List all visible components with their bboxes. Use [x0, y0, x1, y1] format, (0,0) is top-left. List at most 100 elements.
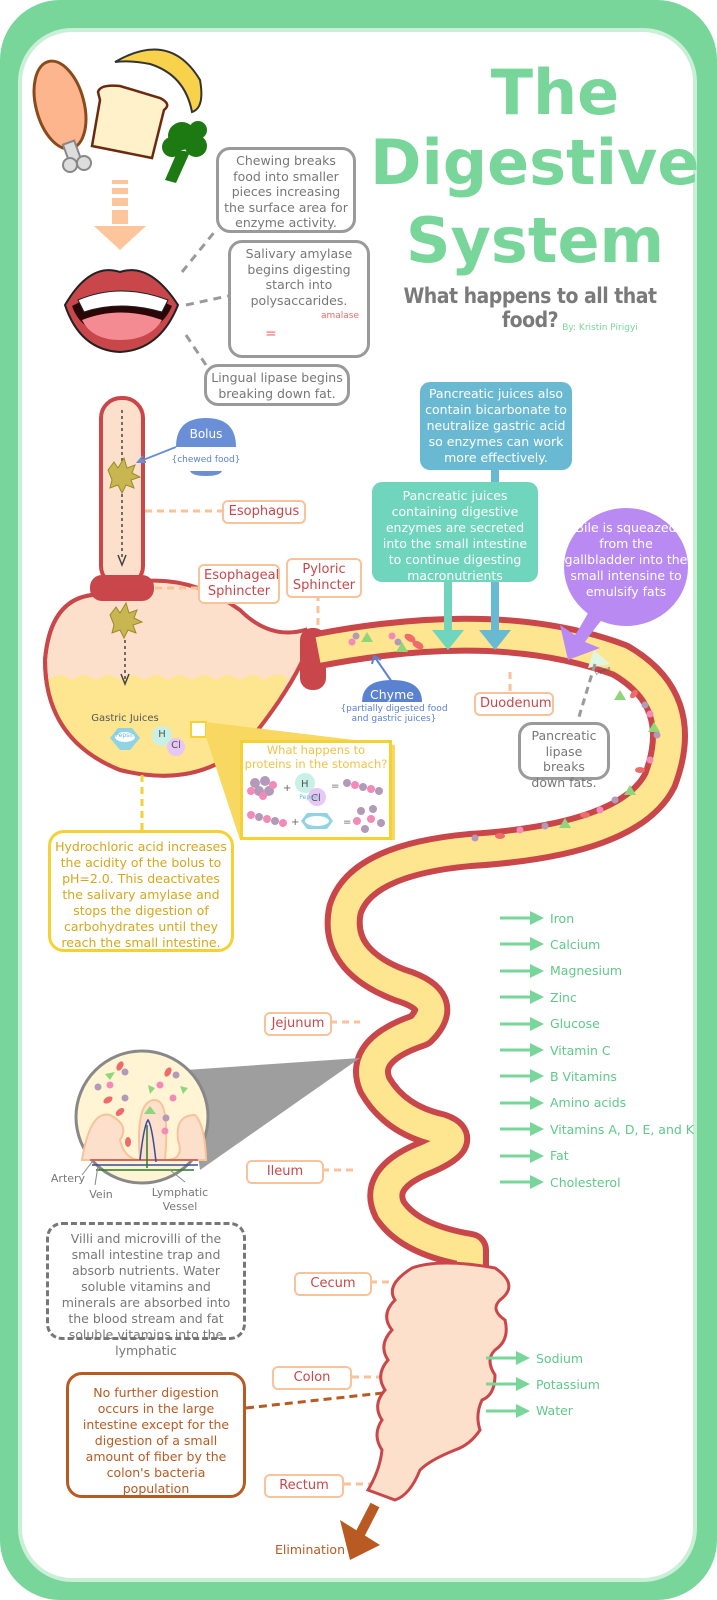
- nutrient-label: B Vitamins: [550, 1068, 617, 1084]
- villi-note: Villi and microvilli of the small intest…: [46, 1222, 246, 1358]
- absorption-arrow-icon: [500, 911, 544, 925]
- label-pyloric-sphincter: Pyloric Sphincter: [286, 558, 362, 598]
- absorption-arrow-icon: [500, 1175, 544, 1189]
- nutrient-label: Fat: [550, 1148, 569, 1164]
- absorption-arrow-icon: [500, 990, 544, 1005]
- label-jejunum: Jejunum: [264, 1012, 332, 1036]
- absorption-arrow-icon: [486, 1377, 530, 1392]
- absorption-arrow-icon: [500, 1122, 544, 1137]
- bile-note: Bile is squeazed from the gallbladder in…: [564, 508, 688, 626]
- title-line-2: Digestive: [370, 126, 700, 199]
- absorbed-nutrient: Iron: [500, 910, 574, 926]
- hcl-cl-icon: [167, 738, 185, 756]
- equals-sign: =: [265, 326, 277, 342]
- lipase-connector: [576, 663, 597, 721]
- nutrient-label: Glucose: [550, 1016, 600, 1032]
- label-ileum: Ileum: [246, 1160, 324, 1184]
- label-colon: Colon: [272, 1366, 352, 1390]
- nutrient-label: Amino acids: [550, 1095, 627, 1111]
- banana-icon: [114, 48, 203, 114]
- chyme-label: Chyme: [370, 687, 414, 702]
- svg-text:=: =: [343, 817, 351, 828]
- nutrient-label: Cholesterol: [550, 1174, 621, 1190]
- bolus-sublabel: {chewed food}: [171, 455, 241, 465]
- pancreatic-enzyme-arrow: [432, 630, 464, 650]
- esophageal-sphincter-band: [90, 575, 154, 601]
- vein-label: Vein: [89, 1188, 113, 1201]
- nutrient-label: Vitamin C: [550, 1042, 611, 1058]
- gastric-juices-label: Gastric Juices: [91, 713, 159, 724]
- nutrient-label: Sodium: [536, 1350, 584, 1366]
- broccoli-icon: [162, 121, 207, 183]
- bicarbonate-note: Pancreatic juices also contain bicarbona…: [420, 382, 572, 470]
- chyme-pointer: [373, 655, 393, 683]
- nutrient-label: Potassium: [536, 1376, 600, 1392]
- absorbed-nutrient: Vitamins A, D, E, and K: [500, 1121, 694, 1137]
- chicken-leg-icon: [32, 59, 92, 173]
- absorbed-nutrient: Vitamin C: [500, 1042, 611, 1058]
- large-intestine-note: No further digestion occurs in the large…: [66, 1372, 246, 1498]
- label-esophagus: Esophagus: [222, 500, 306, 524]
- absorption-arrow-icon: [500, 937, 544, 952]
- title-line-3: System: [405, 204, 665, 277]
- absorbed-nutrient: Water: [486, 1403, 573, 1419]
- author-credit: By: Kristin Pirigyi: [562, 323, 638, 333]
- svg-text:H: H: [301, 779, 309, 790]
- lingual-lipase-note: Lingual lipase begins breaking down fat.: [204, 364, 350, 406]
- nutrient-label: Vitamins A, D, E, and K: [550, 1121, 694, 1137]
- absorption-arrow-icon: [500, 1148, 544, 1163]
- bread-icon: [90, 84, 169, 160]
- vessel-pointers: [81, 1161, 186, 1186]
- chewing-note: Chewing breaks food into smaller pieces …: [216, 147, 356, 233]
- absorption-arrow-icon: [500, 1043, 544, 1057]
- absorption-arrow-icon: [486, 1403, 530, 1418]
- protein-digestion-diagram: + H Cl = + =: [247, 773, 385, 833]
- absorbed-nutrient: Amino acids: [500, 1095, 626, 1111]
- label-esophageal-sphincter: Esophageal Sphincter: [198, 564, 280, 604]
- large-intestine-connector: [245, 1390, 393, 1410]
- bolus-pointer: [137, 446, 177, 463]
- hcl-h-icon: [152, 726, 172, 746]
- absorbed-nutrient: Potassium: [486, 1376, 600, 1392]
- nutrient-label: Iron: [550, 910, 575, 926]
- label-cecum: Cecum: [294, 1272, 372, 1296]
- amylase-label: amalase: [320, 311, 359, 321]
- absorption-arrow-icon: [500, 1069, 544, 1084]
- salivary-note: Salivary amylase begins digesting starch…: [228, 240, 370, 358]
- zoom-marker: [190, 721, 207, 738]
- svg-text:=: =: [331, 781, 339, 792]
- pancreatic-lipase-note: Pancreatic lipase breaks down fats.: [518, 722, 610, 790]
- title-line-1: The: [490, 56, 620, 129]
- absorbed-nutrient: Cholesterol: [500, 1174, 621, 1190]
- salivary-text: Salivary amylase begins digesting starch…: [245, 246, 353, 308]
- absorbed-nutrient: B Vitamins: [500, 1068, 617, 1084]
- nutrient-particles: [348, 632, 661, 842]
- bolus-label: Bolus: [189, 427, 223, 441]
- mouth-connectors: [180, 229, 229, 366]
- absorbed-nutrient: Zinc: [500, 989, 577, 1005]
- mouth-icon: [63, 269, 180, 354]
- large-intestine: [365, 1261, 511, 1502]
- svg-text:Cl: Cl: [311, 793, 321, 804]
- pancreatic-enzymes-note: Pancreatic juices containing digestive e…: [372, 482, 538, 583]
- elimination-label: Elimination: [274, 1542, 346, 1557]
- arrow-down-icon: [94, 180, 146, 250]
- lymphatic-label: Lymphatic Vessel: [151, 1186, 209, 1213]
- artery-label: Artery: [50, 1172, 86, 1185]
- absorption-arrow-icon: [500, 1016, 544, 1031]
- cl-label: Cl: [171, 740, 181, 751]
- magnifier-beam: [186, 1058, 360, 1170]
- elimination-arrow-icon: [340, 1502, 380, 1560]
- pepsin-label-panel: Pepsin: [299, 794, 319, 801]
- label-rectum: Rectum: [264, 1474, 344, 1498]
- proteins-in-stomach-panel: What happens to proteins in the stomach?…: [240, 740, 392, 840]
- nutrient-label: Zinc: [550, 989, 577, 1005]
- chyme-sublabel: {partially digested food and gastric jui…: [340, 704, 448, 724]
- hcl-note: Hydrochloric acid increases the acidity …: [48, 830, 234, 952]
- svg-text:+: +: [283, 783, 291, 794]
- absorbed-nutrient: Calcium: [500, 936, 600, 952]
- label-duodenum: Duodenum: [474, 692, 554, 716]
- villi-cross-section: [80, 1061, 208, 1171]
- nutrient-label: Water: [536, 1403, 573, 1419]
